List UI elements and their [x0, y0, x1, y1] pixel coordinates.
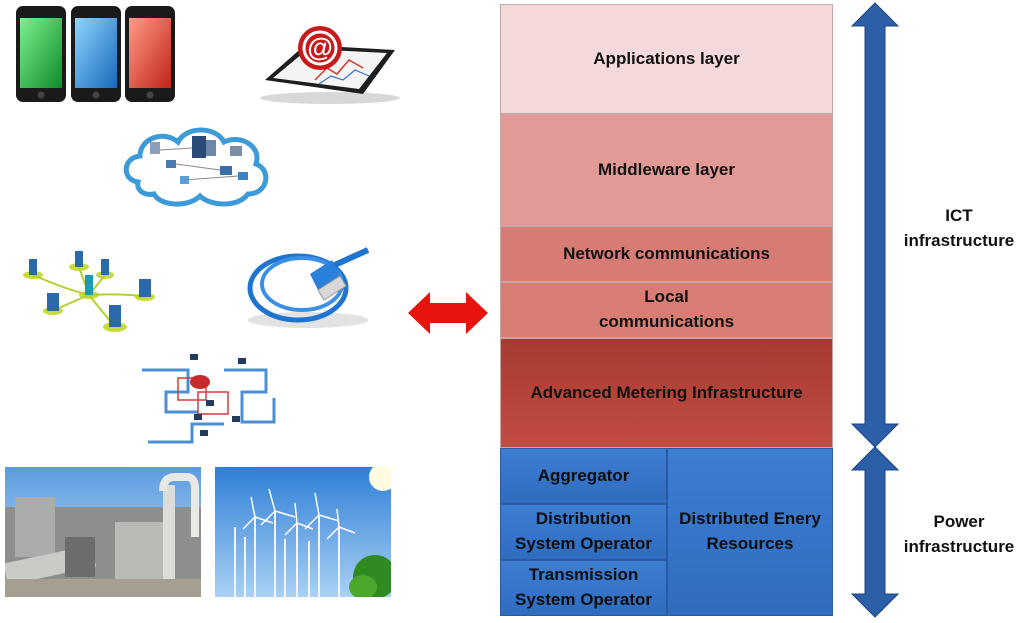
tablet-email-image: @ [245, 10, 405, 110]
network-communications-label: Network communications [563, 243, 770, 263]
ict-label-line1: ICT [945, 206, 973, 225]
ami-layer-label: Advanced Metering Infrastructure [530, 382, 803, 402]
aggregator-label: Aggregator [537, 465, 630, 485]
power-plant-image [3, 467, 201, 597]
device-network-image [5, 245, 170, 340]
local-communications-label-line1: Local [644, 287, 689, 307]
power-infrastructure-label: Power infrastructure [894, 510, 1024, 559]
aggregator-cell: Aggregator [500, 448, 667, 504]
power-range-arrow-icon [850, 446, 900, 618]
power-label-line2: infrastructure [903, 536, 1015, 556]
network-communications-layer: Network communications [500, 226, 833, 282]
der-label-line2: Resources [706, 534, 794, 553]
der-cell: Distributed Enery Resources [667, 448, 833, 616]
local-communications-layer: Local communications [500, 282, 833, 338]
dso-cell: Distribution System Operator [500, 504, 667, 560]
bidirectional-arrow-icon [406, 290, 490, 336]
ami-layer: Advanced Metering Infrastructure [500, 338, 833, 448]
ethernet-cable-image [228, 228, 383, 333]
wind-farm-image [215, 463, 397, 599]
der-label-line1: Distributed Enery [679, 509, 821, 529]
applications-layer: Applications layer [500, 4, 833, 114]
local-communications-label-line2: communications [598, 312, 735, 331]
smartphones-image [10, 4, 180, 104]
svg-text:@: @ [307, 32, 332, 62]
tso-cell: Transmission System Operator [500, 560, 667, 616]
middleware-layer: Middleware layer [500, 114, 833, 226]
cloud-network-image [120, 120, 270, 215]
applications-layer-label: Applications layer [593, 48, 740, 68]
power-label-line1: Power [933, 512, 985, 531]
ict-label-line2: infrastructure [903, 230, 1015, 250]
dso-label-line1: Distribution [535, 509, 632, 529]
dso-label-line2: System Operator [515, 534, 652, 553]
tso-label-line2: System Operator [515, 590, 652, 609]
ict-infrastructure-label: ICT infrastructure [894, 204, 1024, 253]
ict-range-arrow-icon [850, 2, 900, 448]
network-map-image [138, 352, 278, 447]
middleware-layer-label: Middleware layer [597, 159, 735, 179]
tso-label-line1: Transmission [528, 565, 639, 585]
